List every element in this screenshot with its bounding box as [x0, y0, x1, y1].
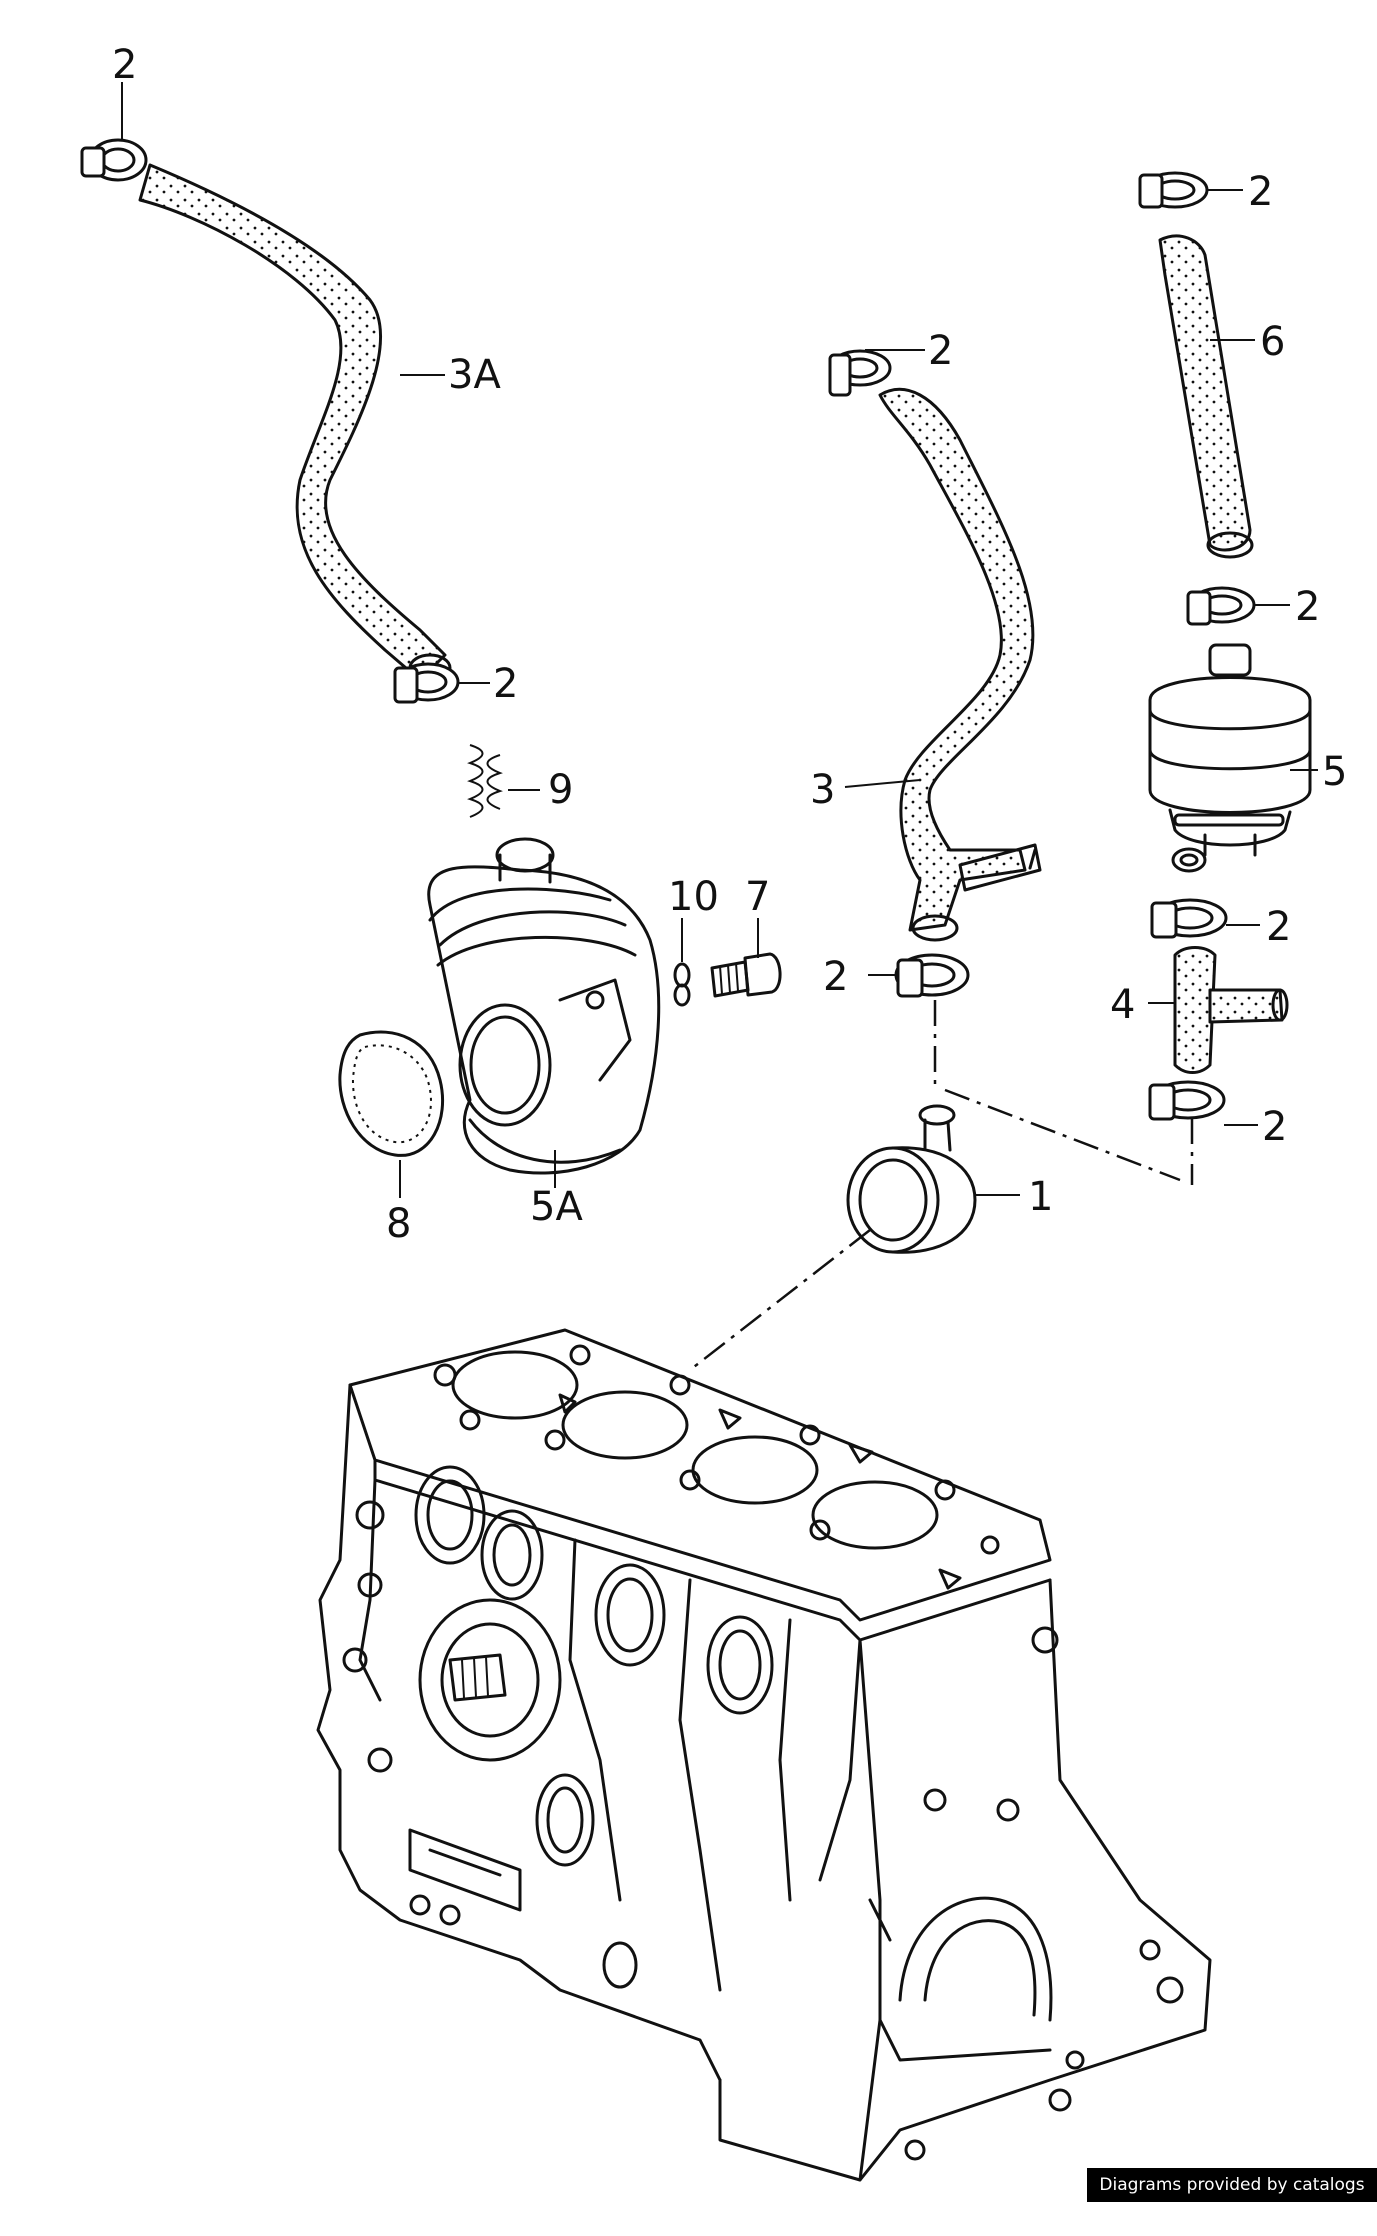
callout-labels: 2 3A 2 9 10 7 8 5A 2 3 2 1 2 6 2 5 2 4 2: [112, 42, 1347, 1247]
callout-2: 2: [928, 328, 953, 374]
gasket-8: [338, 1030, 445, 1157]
callout-1: 1: [1028, 1174, 1053, 1220]
callout-2: 2: [823, 954, 848, 1000]
callout-2: 2: [493, 661, 518, 707]
credit-banner: Diagrams provided by catalogs parts: [1087, 2168, 1377, 2229]
callout-9: 9: [548, 767, 573, 813]
hose-3: [878, 387, 1042, 942]
housing-5a: [427, 837, 661, 1175]
hose-clamp-icon: [393, 662, 460, 704]
hose-clamp-icon: [1148, 1080, 1226, 1121]
callout-2: 2: [1262, 1104, 1287, 1150]
callout-2: 2: [1248, 169, 1273, 215]
callout-2: 2: [1266, 904, 1291, 950]
callout-6: 6: [1260, 319, 1285, 365]
engine-block: [316, 1328, 1212, 2182]
hose-clamp-icon: [1186, 586, 1256, 626]
filter-5: [1148, 643, 1312, 873]
leader-lines: [121, 82, 1318, 1198]
callout-4: 4: [1110, 982, 1135, 1028]
hose-clamp-icon: [1138, 171, 1209, 209]
o-ring-10: [673, 962, 691, 1007]
callout-3: 3: [810, 767, 835, 813]
callout-2: 2: [1295, 584, 1320, 630]
spring-clip-icon: [467, 744, 503, 818]
connector-1: [846, 1104, 977, 1254]
callout-5a: 5A: [530, 1184, 583, 1230]
assembly-lines: [689, 1000, 1194, 1371]
callout-5: 5: [1322, 749, 1347, 795]
callout-3a: 3A: [448, 352, 501, 398]
bolt-7: [710, 952, 782, 998]
callout-2: 2: [112, 42, 137, 88]
hose-clamp-icon: [894, 953, 970, 998]
hose-3a: [138, 163, 452, 683]
callout-7: 7: [745, 874, 770, 920]
t-piece-4: [1173, 946, 1289, 1074]
hose-6: [1158, 234, 1254, 559]
hose-clamp-icon: [1150, 898, 1228, 939]
callout-10: 10: [668, 874, 719, 920]
hose-clamp-icon: [828, 349, 892, 397]
hose-clamp-icon: [80, 138, 148, 182]
callout-8: 8: [386, 1201, 411, 1247]
